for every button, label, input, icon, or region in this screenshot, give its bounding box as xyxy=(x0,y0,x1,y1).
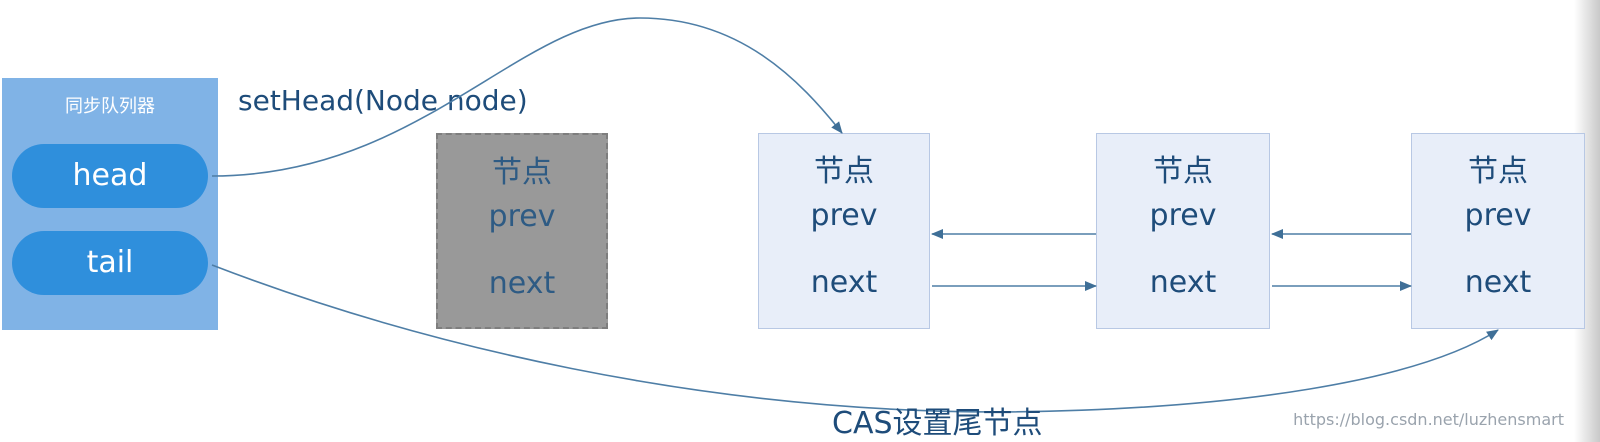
node-prev-field: prev xyxy=(1149,198,1217,233)
set-head-label: setHead(Node node) xyxy=(238,84,528,117)
node-next-field: next xyxy=(488,266,556,301)
node-prev-field: prev xyxy=(488,199,556,234)
node-next-field: next xyxy=(1149,265,1217,300)
watermark: https://blog.csdn.net/luzhensmart xyxy=(1293,410,1564,429)
cas-tail-label: CAS设置尾节点 xyxy=(832,406,1043,441)
removed-node: 节点 prev next xyxy=(436,133,608,329)
cas-tail-arrow xyxy=(211,264,1499,413)
node-prev-field: prev xyxy=(1464,198,1532,233)
tail-pointer: tail xyxy=(12,231,208,295)
node-2: 节点 prev next xyxy=(1096,133,1270,329)
node-next-field: next xyxy=(1464,265,1532,300)
node-label: 节点 xyxy=(1153,154,1213,189)
node-3: 节点 prev next xyxy=(1411,133,1585,329)
head-pointer: head xyxy=(12,144,208,208)
node-label: 节点 xyxy=(814,154,874,189)
node-prev-field: prev xyxy=(810,198,878,233)
sync-queue-title: 同步队列器 xyxy=(65,96,155,117)
set-head-arrow xyxy=(211,17,843,177)
sync-queue: 同步队列器 head tail xyxy=(2,78,218,330)
node-label: 节点 xyxy=(1468,154,1528,189)
node-label: 节点 xyxy=(492,155,552,190)
node-next-field: next xyxy=(810,265,878,300)
node-1: 节点 prev next xyxy=(758,133,930,329)
